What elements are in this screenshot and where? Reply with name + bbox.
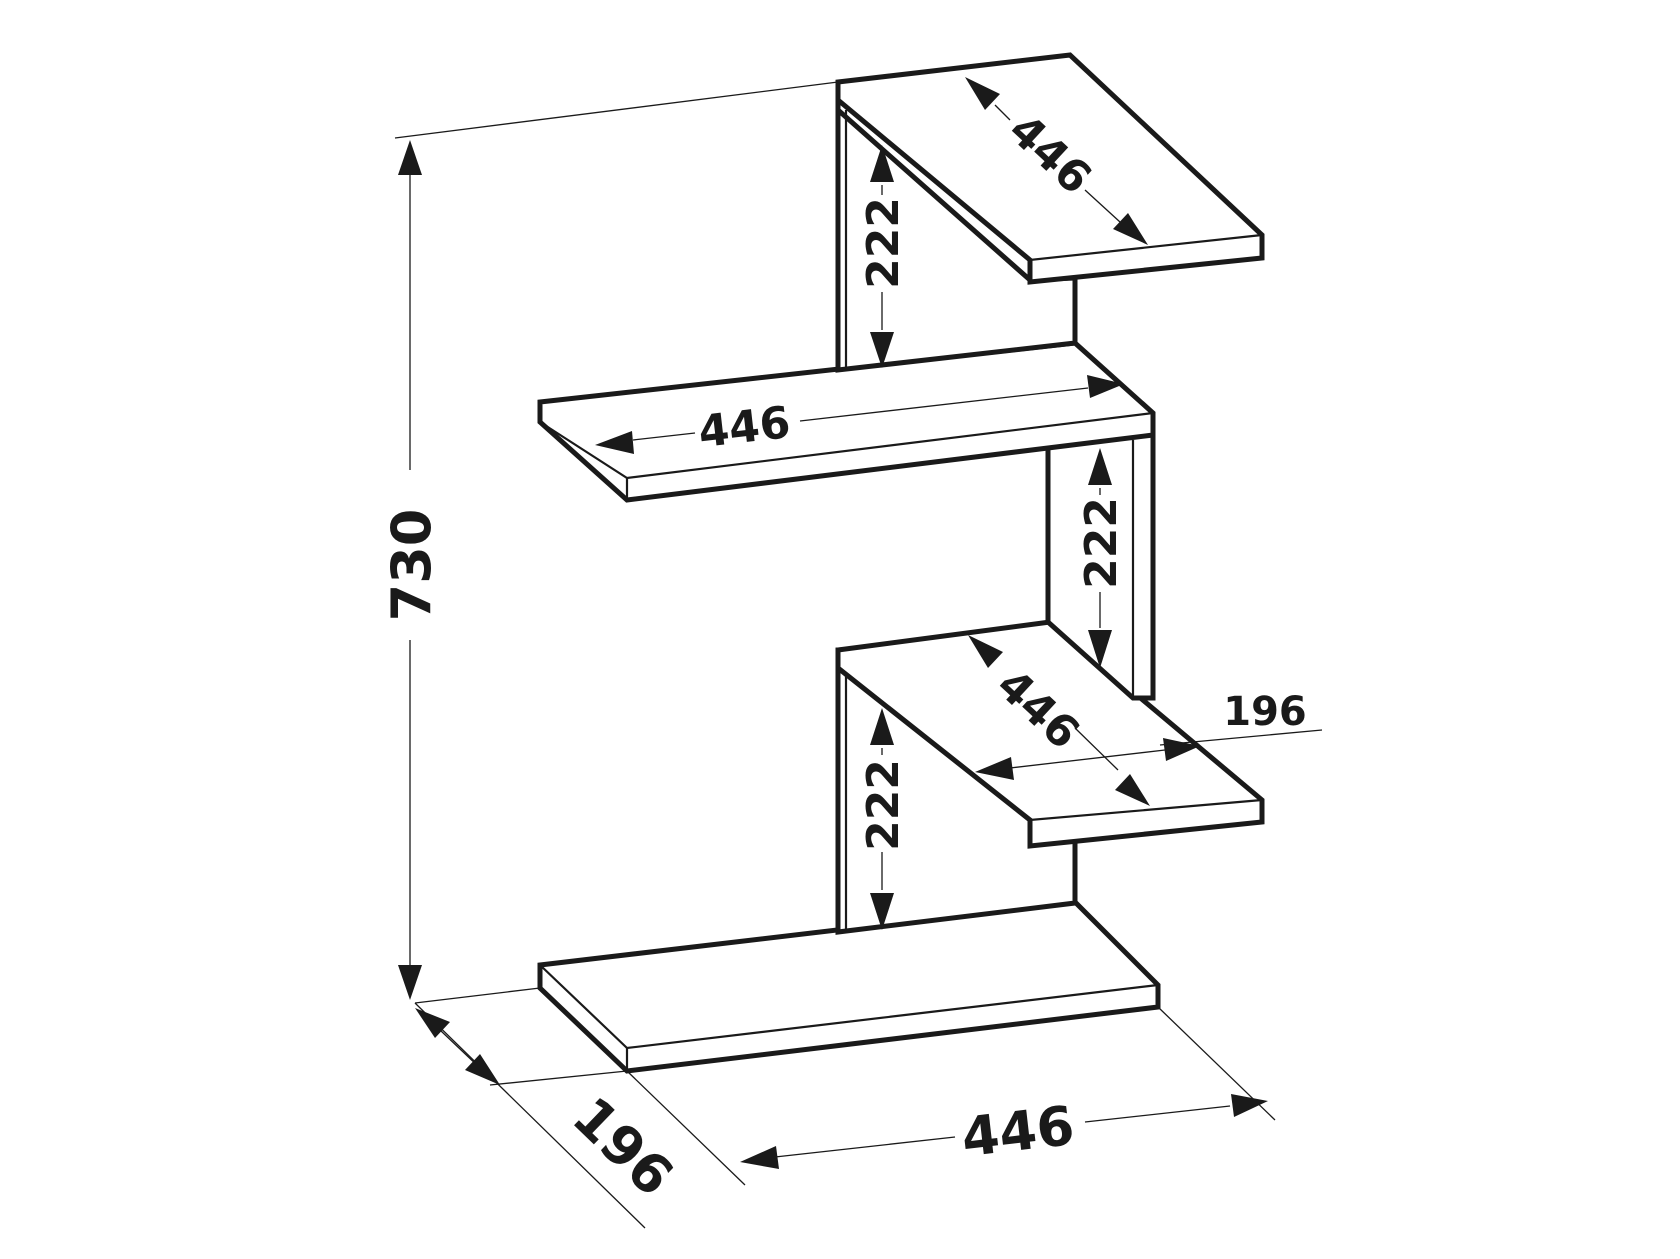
arrow-head xyxy=(398,965,422,1000)
arrow-head xyxy=(968,635,1003,668)
upper-gap-label: 222 xyxy=(858,197,909,289)
arrow-head xyxy=(870,145,894,182)
arrow-head xyxy=(1087,375,1124,398)
dimension-lines xyxy=(394,77,1323,1229)
arrow-head xyxy=(465,1054,500,1085)
arrow-head xyxy=(415,1008,450,1038)
arrow-head xyxy=(1088,448,1112,485)
arrow-head xyxy=(740,1146,779,1169)
overall-height-label: 730 xyxy=(380,509,443,622)
lower-gap-label: 222 xyxy=(858,759,909,851)
arrow-head xyxy=(1231,1094,1268,1117)
arrow-head xyxy=(595,431,634,454)
arrow-head xyxy=(870,708,894,745)
arrow-head xyxy=(1088,630,1112,668)
arrow-head xyxy=(1163,738,1200,761)
top-shelf xyxy=(835,52,1265,285)
arrow-head xyxy=(965,77,1000,110)
middle-gap-label: 222 xyxy=(1076,497,1127,589)
arrow-head xyxy=(975,757,1014,780)
overall-width-label: 446 xyxy=(958,1094,1077,1169)
arrow-head xyxy=(870,332,894,368)
arrow-head xyxy=(1113,213,1148,245)
arrow-head xyxy=(1115,774,1150,806)
arrow-head xyxy=(870,893,894,930)
shelf3-depth-label: 196 xyxy=(1223,689,1307,735)
shelf-structure xyxy=(537,52,1265,1074)
overall-depth-label: 196 xyxy=(560,1085,685,1209)
arrow-head xyxy=(398,140,422,175)
shelf2-width-label: 446 xyxy=(696,397,793,458)
